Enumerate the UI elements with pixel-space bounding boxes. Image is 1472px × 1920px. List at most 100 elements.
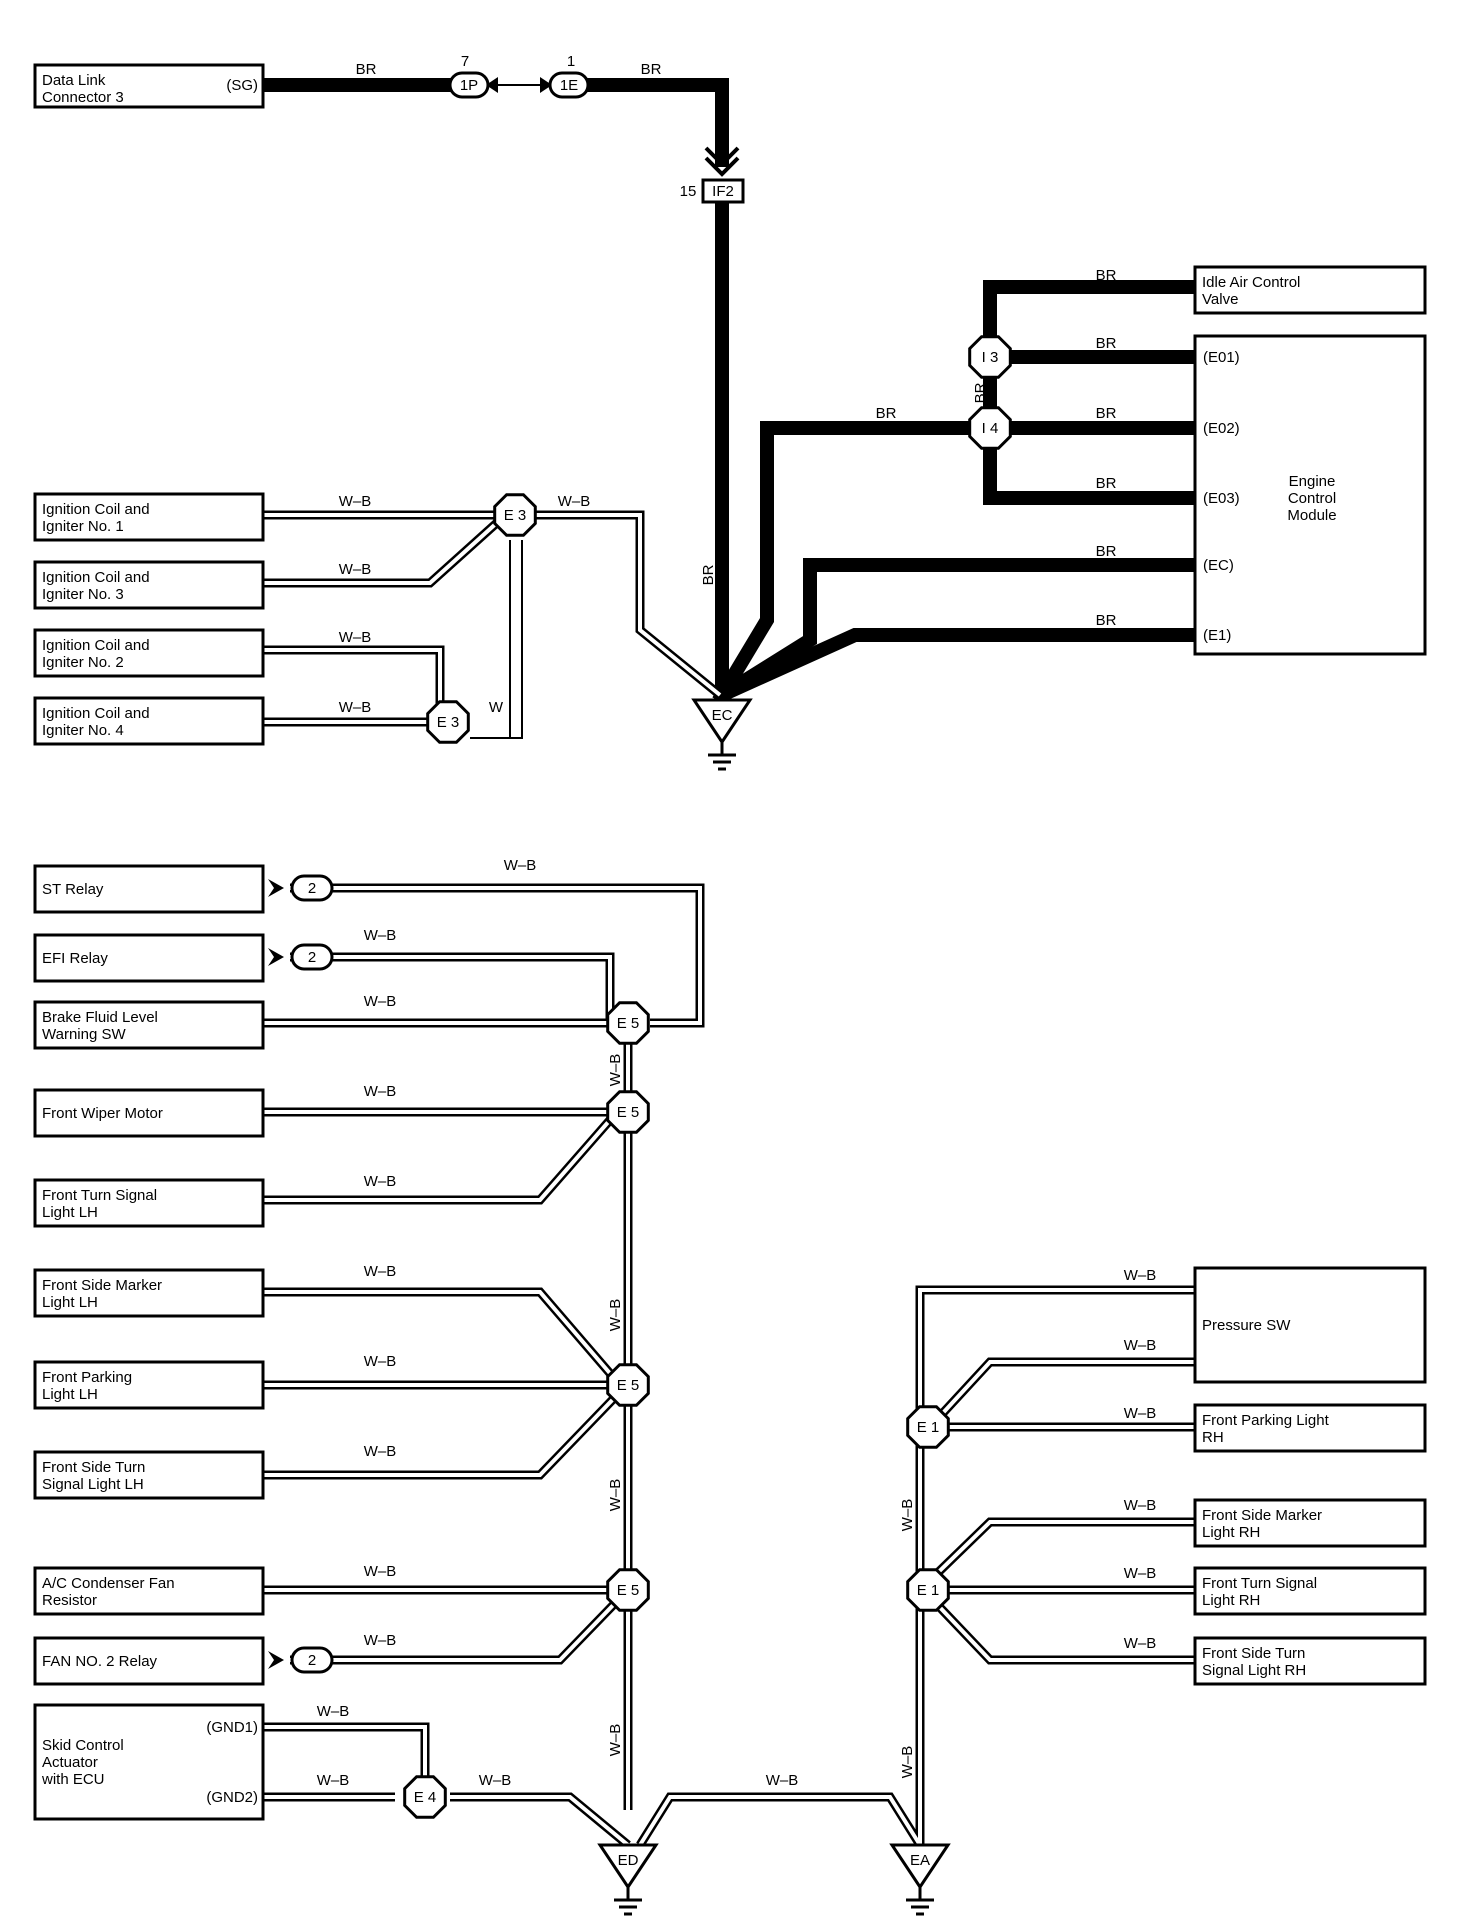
ground-label: EA bbox=[910, 1852, 930, 1869]
connector-if2: IF2 15 bbox=[680, 178, 745, 204]
ground-label: EC bbox=[712, 707, 733, 724]
relay-pin-connector: 2 bbox=[268, 1646, 334, 1674]
wire-color-label: BR bbox=[1096, 612, 1117, 629]
component-label: Light RH bbox=[1202, 1524, 1260, 1541]
br-wires bbox=[255, 78, 1202, 705]
splice-label: E 1 bbox=[917, 1582, 940, 1599]
wire-color-label: W–B bbox=[1124, 1497, 1157, 1514]
wb-wire-outer bbox=[636, 1792, 924, 1848]
wire-color-label: W–B bbox=[364, 1353, 397, 1370]
splice-e4: E 4 bbox=[403, 1775, 447, 1819]
wire-color-label: W–B bbox=[1124, 1267, 1157, 1284]
wire-color-label: W–B bbox=[1124, 1405, 1157, 1422]
skid-pin-gnd1: (GND1) bbox=[206, 1719, 258, 1736]
component-label: Front Side Marker bbox=[1202, 1507, 1322, 1524]
skid-pin-gnd2: (GND2) bbox=[206, 1789, 258, 1806]
wb-wire-inner bbox=[535, 513, 722, 697]
wb-wire-inner bbox=[638, 1795, 922, 1847]
wb-wire-inner bbox=[928, 1360, 1195, 1429]
engine-control-module-box: EngineControlModule(E01)(E02)(E03)(EC)(E… bbox=[1193, 334, 1427, 656]
pressure-sw-box: Pressure SW bbox=[1193, 1266, 1427, 1384]
wb-wire-inner bbox=[262, 518, 502, 585]
wire-color-label: W–B bbox=[339, 699, 372, 716]
component-label: Actuator bbox=[42, 1754, 98, 1771]
component-label: Igniter No. 2 bbox=[42, 654, 124, 671]
relay-pin-connector: 2 bbox=[268, 943, 334, 971]
component-label: Front Side Turn bbox=[1202, 1645, 1305, 1662]
component-label: Signal Light LH bbox=[42, 1476, 144, 1493]
fan2-relay-box: FAN NO. 2 Relay bbox=[33, 1636, 265, 1686]
wb-wire-inner bbox=[262, 648, 442, 722]
svg-text:1: 1 bbox=[567, 53, 575, 70]
wb-wire-inner bbox=[262, 1118, 612, 1202]
splice-e1-lower: E 1 bbox=[906, 1568, 950, 1612]
component-label: Front Side Turn bbox=[42, 1459, 145, 1476]
wire-color-label: W–B bbox=[479, 1772, 512, 1789]
component-label: A/C Condenser Fan bbox=[42, 1575, 175, 1592]
wire-color-label: BR bbox=[1096, 475, 1117, 492]
component-label: Igniter No. 3 bbox=[42, 586, 124, 603]
splice-e5-b: E 5 bbox=[606, 1090, 650, 1134]
component-label: Idle Air Control bbox=[1202, 274, 1300, 291]
splices: I 3I 4E 3E 3E 5E 5E 5E 5E 4E 1E 1 bbox=[403, 335, 1012, 1819]
wire-color-label: W–B bbox=[339, 561, 372, 578]
wire-color-label-vertical: W–B bbox=[607, 1479, 624, 1512]
relay-pin-label: 2 bbox=[308, 949, 316, 966]
wire-1e-if2 bbox=[573, 78, 729, 167]
dlc3-pin-label: (SG) bbox=[226, 77, 258, 94]
wire-color-label: W–B bbox=[317, 1703, 350, 1720]
connector-1p: 1P 7 bbox=[448, 53, 490, 99]
ecm-pin-label: (E01) bbox=[1203, 349, 1240, 366]
splice-label: E 3 bbox=[437, 714, 460, 731]
component-label: Igniter No. 4 bbox=[42, 722, 124, 739]
wb-wire-inner bbox=[290, 1596, 622, 1662]
wb-wire-inner bbox=[262, 1390, 622, 1477]
relay-pin-label: 2 bbox=[308, 1652, 316, 1669]
ground-ea: EA bbox=[889, 1843, 951, 1916]
connector-1e: 1E 1 bbox=[548, 53, 590, 99]
component-label: Warning SW bbox=[42, 1026, 126, 1043]
component-label: Skid Control bbox=[42, 1737, 124, 1754]
wire-color-label-vertical: W–B bbox=[607, 1299, 624, 1332]
splice-label: E 5 bbox=[617, 1582, 640, 1599]
wire-color-label-vertical: BR bbox=[972, 382, 989, 403]
wb-wire-inner bbox=[290, 955, 612, 1023]
ecm-label: Engine bbox=[1289, 473, 1336, 490]
wire-color-label-vertical: W–B bbox=[607, 1724, 624, 1757]
component-label: Light LH bbox=[42, 1204, 98, 1221]
component-label: Brake Fluid Level bbox=[42, 1009, 158, 1026]
ground-ed: ED bbox=[597, 1843, 659, 1916]
component-label: Light RH bbox=[1202, 1592, 1260, 1609]
ecm-label: Control bbox=[1288, 490, 1336, 507]
component-label: with ECU bbox=[41, 1771, 105, 1788]
wire-color-label: W–B bbox=[558, 493, 591, 510]
wb-wire-outer bbox=[290, 952, 615, 1023]
component-label: Front Parking bbox=[42, 1369, 132, 1386]
svg-text:IF2: IF2 bbox=[712, 183, 734, 200]
wire-color-label: W–B bbox=[364, 993, 397, 1010]
wb-wire-inner bbox=[262, 1290, 622, 1387]
component-label: Connector 3 bbox=[42, 89, 124, 106]
wb-wires bbox=[262, 510, 1195, 1849]
wire-color-label: BR bbox=[1096, 543, 1117, 560]
component-label: ST Relay bbox=[42, 881, 104, 898]
component-label: FAN NO. 2 Relay bbox=[42, 1653, 158, 1670]
splice-e5-d: E 5 bbox=[606, 1568, 650, 1612]
component-label: Resistor bbox=[42, 1592, 97, 1609]
ecm-label: Module bbox=[1287, 507, 1336, 524]
component-label: Front Side Marker bbox=[42, 1277, 162, 1294]
component-label: Front Turn Signal bbox=[42, 1187, 157, 1204]
component-label: Front Wiper Motor bbox=[42, 1105, 163, 1122]
wire-color-label: BR bbox=[876, 405, 897, 422]
svg-text:1E: 1E bbox=[560, 77, 578, 94]
